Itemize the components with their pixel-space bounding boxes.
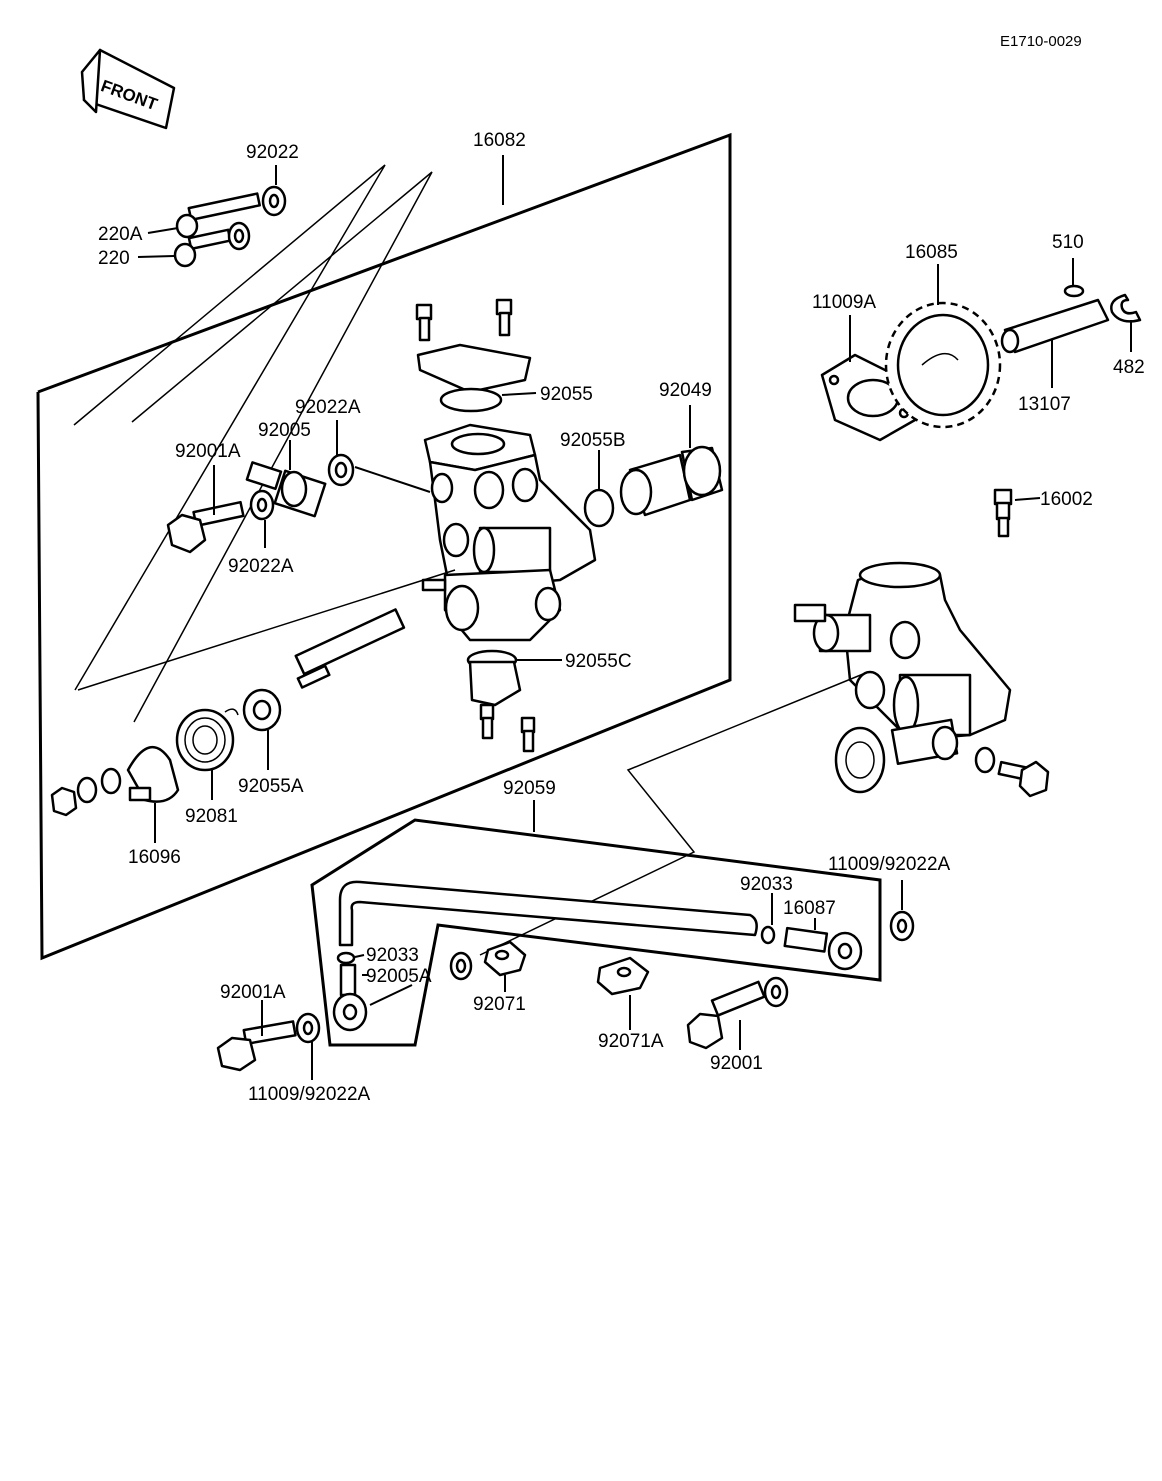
label-92022A-top: 92022A bbox=[295, 397, 361, 418]
label-92001A-top: 92001A bbox=[175, 441, 241, 462]
label-92001: 92001 bbox=[710, 1053, 763, 1074]
label-92059: 92059 bbox=[503, 778, 556, 799]
clamp-92033-left bbox=[336, 951, 356, 965]
cover-plate bbox=[416, 343, 532, 394]
oil-pump-body bbox=[421, 423, 597, 642]
label-11009-92022A-bottom: 11009/92022A bbox=[248, 1084, 371, 1105]
label-16096: 16096 bbox=[128, 847, 181, 868]
label-92001A-bottom: 92001A bbox=[220, 982, 286, 1003]
washer-92022A-right bbox=[327, 453, 355, 487]
label-92033-left: 92033 bbox=[366, 945, 419, 966]
label-92005A: 92005A bbox=[366, 966, 432, 987]
label-16085: 16085 bbox=[905, 242, 958, 263]
label-220: 220 bbox=[98, 248, 130, 269]
clamp-92071 bbox=[483, 940, 527, 977]
screw-bottom-left bbox=[479, 703, 495, 740]
leader-220A bbox=[147, 227, 179, 234]
gasket-92055C bbox=[466, 649, 522, 707]
washer-left-2 bbox=[100, 767, 122, 795]
label-92055: 92055 bbox=[540, 384, 593, 405]
nut-left bbox=[50, 786, 78, 817]
screw-top-right bbox=[495, 298, 513, 337]
bolt-92001A-bottom bbox=[216, 1020, 297, 1072]
fitting-16087 bbox=[783, 926, 863, 971]
label-510: 510 bbox=[1052, 232, 1084, 253]
washer-92001-right bbox=[763, 976, 789, 1008]
label-11009A: 11009A bbox=[812, 292, 876, 313]
washer-92022 bbox=[261, 185, 287, 217]
label-92055B: 92055B bbox=[560, 430, 626, 451]
label-13107: 13107 bbox=[1018, 394, 1071, 415]
oil-pipe-frame bbox=[310, 818, 882, 1047]
bolt-92001 bbox=[686, 980, 766, 1050]
screw-top-left bbox=[415, 303, 433, 342]
label-482: 482 bbox=[1113, 357, 1145, 378]
screw-bottom-right bbox=[520, 716, 536, 753]
bolt-220A bbox=[175, 192, 261, 239]
key-510 bbox=[1063, 284, 1085, 298]
washer-left-1 bbox=[76, 776, 98, 804]
label-92055C: 92055C bbox=[565, 651, 632, 672]
lever-16096 bbox=[126, 745, 180, 803]
pump-shaft bbox=[294, 608, 406, 689]
bearing-92049 bbox=[619, 445, 724, 517]
label-92081: 92081 bbox=[185, 806, 238, 827]
gear-16085 bbox=[884, 301, 1002, 429]
label-92022: 92022 bbox=[246, 142, 299, 163]
washer-lower-mid bbox=[449, 951, 473, 981]
label-92055A: 92055A bbox=[238, 776, 304, 797]
washer-right bbox=[974, 746, 996, 774]
leader-220 bbox=[137, 255, 175, 258]
shaft-13107 bbox=[1000, 298, 1110, 354]
spring-92081 bbox=[175, 708, 239, 772]
fitting-92005A bbox=[332, 963, 368, 1032]
washer-11009-bottom bbox=[295, 1012, 321, 1044]
o-ring-92055 bbox=[439, 387, 503, 413]
label-16082: 16082 bbox=[473, 130, 526, 151]
fitting-92005 bbox=[245, 461, 327, 518]
oil-pipe-92059 bbox=[338, 880, 758, 947]
label-220A: 220A bbox=[98, 224, 143, 245]
washer-92022-2 bbox=[227, 221, 251, 251]
label-16002: 16002 bbox=[1040, 489, 1093, 510]
collar-92055A bbox=[242, 688, 282, 732]
circlip-482 bbox=[1110, 293, 1142, 323]
label-92071: 92071 bbox=[473, 994, 526, 1015]
o-ring-92055B bbox=[583, 488, 615, 528]
main-assembly-frame bbox=[36, 132, 732, 961]
label-92005: 92005 bbox=[258, 420, 311, 441]
front-arrow-icon: FRONT bbox=[80, 48, 176, 130]
washer-92022A-left bbox=[249, 489, 275, 521]
washer-11009-right bbox=[889, 910, 915, 942]
label-11009-92022A-right: 11009/92022A bbox=[828, 854, 951, 875]
bolt-right bbox=[997, 760, 1050, 798]
assembled-oil-pump bbox=[793, 561, 1012, 794]
label-92071A: 92071A bbox=[598, 1031, 664, 1052]
bolt-16002 bbox=[993, 488, 1013, 538]
gasket-11009A bbox=[820, 353, 917, 442]
bolt-92001A-top bbox=[166, 500, 245, 554]
reference-code: E1710-0029 bbox=[1000, 33, 1082, 50]
label-92033-right: 92033 bbox=[740, 874, 793, 895]
label-16087: 16087 bbox=[783, 898, 836, 919]
label-92022A-mid: 92022A bbox=[228, 556, 294, 577]
clamp-92071A bbox=[596, 956, 650, 996]
clamp-92033-right bbox=[760, 925, 776, 945]
label-92049: 92049 bbox=[659, 380, 712, 401]
